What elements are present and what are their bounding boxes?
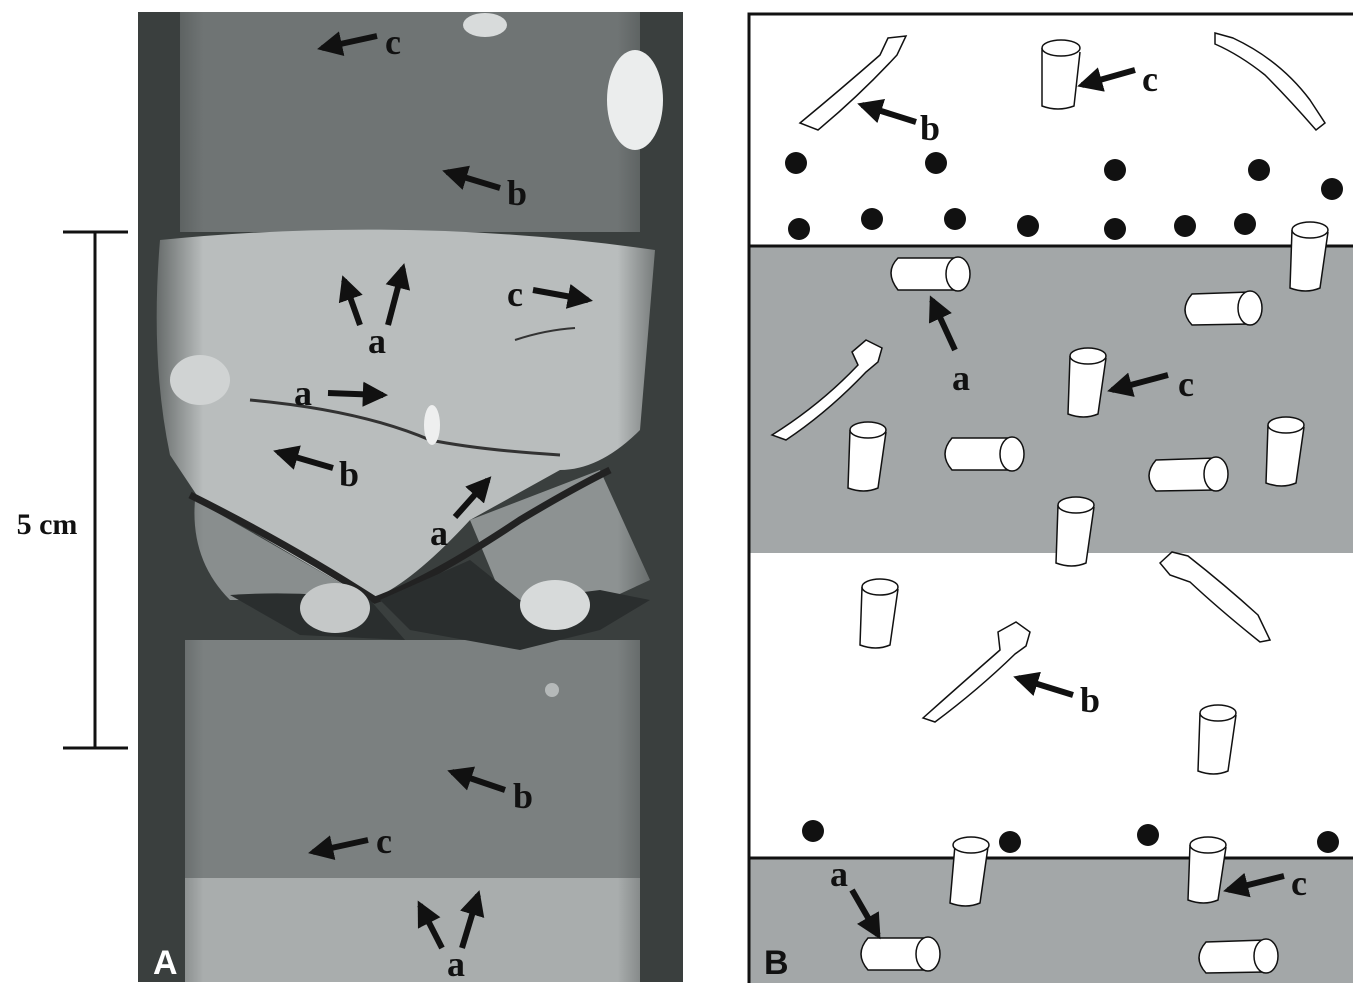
- tube-h6: [1199, 939, 1278, 973]
- arrow-a-a2: [328, 393, 383, 395]
- label-a-a3: a: [430, 513, 448, 553]
- label-b-a2: a: [830, 854, 848, 894]
- panel-a-photo: A: [138, 12, 683, 982]
- tube-v1: [1042, 40, 1080, 109]
- tube-h2: [1185, 291, 1262, 325]
- scale-bar: 5 cm: [8, 232, 128, 748]
- arrow-b-b1: [862, 105, 916, 122]
- panel-a-letter: A: [153, 944, 178, 982]
- label-a-b1: b: [507, 173, 527, 213]
- label-a-a2: a: [294, 373, 312, 413]
- label-a-b3: b: [513, 776, 533, 816]
- tube-h3: [945, 437, 1024, 471]
- panel-b-schematic: B: [749, 14, 1353, 983]
- arrow-b-b2: [1018, 678, 1073, 695]
- label-a-b2: b: [339, 454, 359, 494]
- panel-b-letter: B: [764, 944, 789, 982]
- label-b-c3: c: [1291, 863, 1307, 903]
- tube-v8: [1198, 705, 1236, 774]
- label-a-a1: a: [368, 321, 386, 361]
- tube-h4: [1149, 457, 1228, 491]
- label-b-b1: b: [920, 108, 940, 148]
- label-a-a4: a: [447, 944, 465, 983]
- label-b-c2: c: [1178, 364, 1194, 404]
- label-a-c2: c: [507, 274, 523, 314]
- label-b-c1: c: [1142, 59, 1158, 99]
- tube-h5: [861, 937, 940, 971]
- tube-v6: [1056, 497, 1094, 566]
- label-a-c1: c: [385, 22, 401, 62]
- label-a-c3: c: [376, 821, 392, 861]
- label-b-b2: b: [1080, 680, 1100, 720]
- tube-v7: [860, 579, 898, 648]
- label-b-a1: a: [952, 358, 970, 398]
- scale-bar-label: 5 cm: [17, 508, 78, 541]
- arrow-b-c1: [1082, 70, 1135, 85]
- tube-h1: [891, 257, 970, 291]
